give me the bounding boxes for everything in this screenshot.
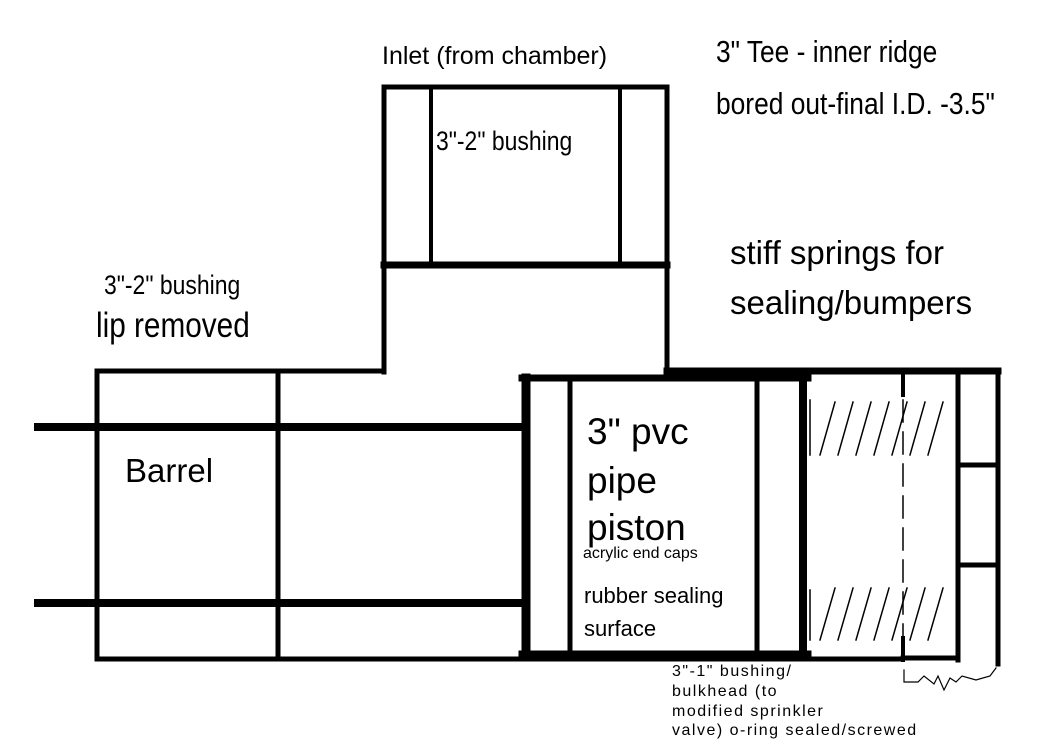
barrel-label: Barrel: [125, 452, 214, 489]
bulkhead-label-line1: 3"-1" bushing/: [672, 663, 793, 680]
end-caps-label: acrylic end caps: [583, 545, 698, 562]
springs-hatch: [809, 399, 944, 641]
bulkhead: [900, 368, 1001, 692]
tee-label-line1: 3" Tee - inner ridge: [716, 34, 938, 69]
piston: [518, 373, 812, 661]
inlet-bushing: [380, 84, 671, 375]
bulkhead-label-line3: modified sprinkler: [672, 703, 825, 720]
bulkhead-label-line2: bulkhead (to: [672, 683, 779, 700]
inlet-label: Inlet (from chamber): [382, 42, 608, 70]
tee-body: [94, 367, 1002, 662]
springs-label-line1: stiff springs for: [730, 234, 944, 271]
barrel-bushing-label-line2: lip removed: [96, 306, 250, 345]
barrel-bushing-label-line1: 3"-2" bushing: [104, 270, 241, 300]
barrel: [34, 423, 526, 607]
sealing-label-line2: surface: [584, 616, 657, 641]
sealing-label-line1: rubber sealing: [584, 583, 724, 608]
bulkhead-label-line4: valve) o-ring sealed/screwed: [672, 722, 918, 739]
piston-label-line1: 3" pvc: [587, 411, 689, 452]
inlet-bushing-label: 3"-2" bushing: [436, 126, 573, 156]
tee-label-line2: bored out-final I.D. -3.5": [716, 86, 995, 121]
springs-label-line2: sealing/bumpers: [730, 284, 973, 321]
piston-label-line2: pipe: [587, 460, 657, 501]
piston-label-line3: piston: [587, 507, 686, 548]
